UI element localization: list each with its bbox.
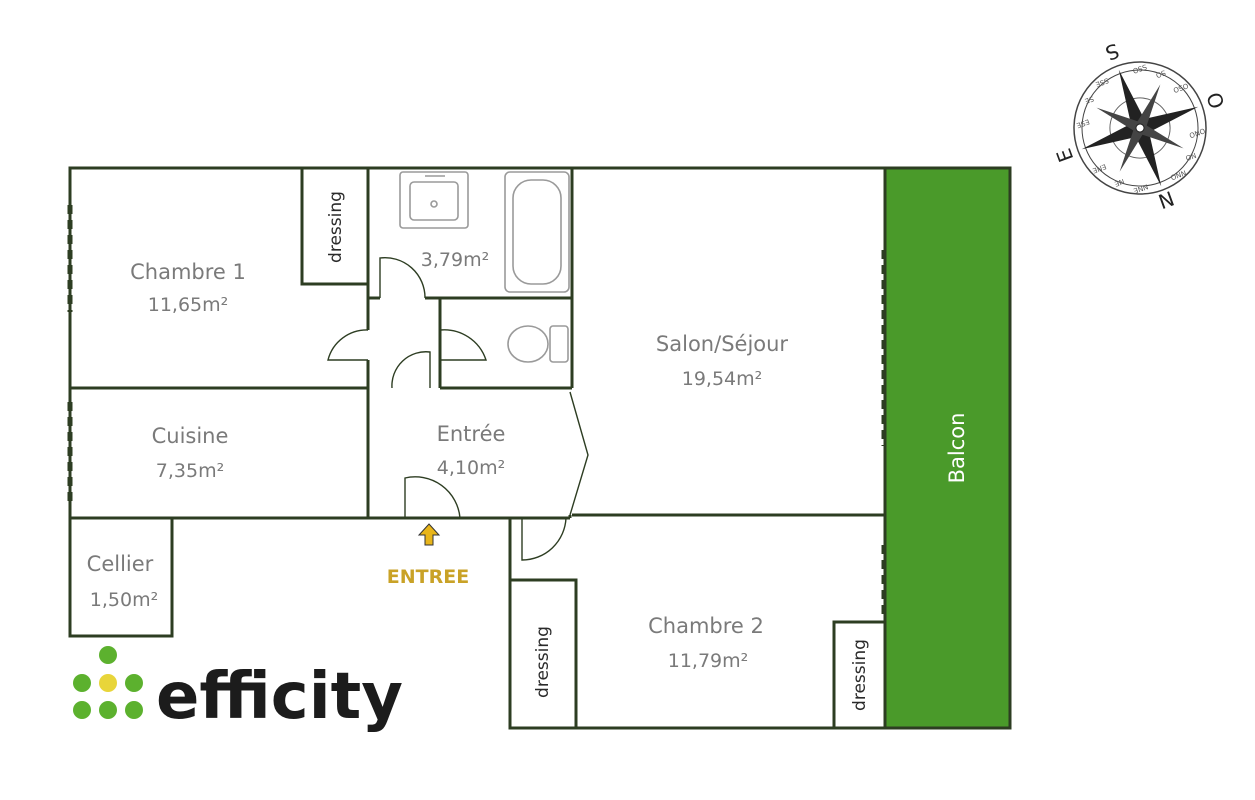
bathroom-fixtures — [399, 171, 570, 363]
windows — [67, 205, 887, 618]
svg-text:SSO: SSO — [1131, 62, 1148, 75]
room-area: 3,79m² — [421, 249, 489, 271]
svg-text:SE: SE — [1084, 94, 1095, 105]
compass-north: N — [1155, 187, 1177, 215]
svg-text:NE: NE — [1113, 177, 1125, 188]
room-name: Chambre 2 — [648, 614, 764, 638]
compass-needle-icon — [1081, 69, 1199, 187]
compass-rose: N E S O NNE NE ENE ESE SE SSE SSO SO OSO… — [1051, 38, 1229, 215]
compass-east: E — [1051, 145, 1078, 165]
room-salon: Salon/Séjour 19,54m² — [656, 332, 789, 390]
room-area: 19,54m² — [682, 368, 763, 390]
toilet-icon — [507, 325, 549, 363]
room-bathroom: 3,79m² — [421, 249, 489, 271]
svg-text:ESE: ESE — [1075, 117, 1090, 129]
svg-text:NNO: NNO — [1169, 168, 1187, 181]
room-area: 7,35m² — [156, 460, 224, 482]
svg-text:OSO: OSO — [1172, 81, 1190, 94]
room-area: 11,65m² — [148, 294, 229, 316]
dressing-label: dressing — [850, 639, 870, 711]
dressing-label: dressing — [533, 626, 553, 698]
room-chambre-1: Chambre 1 11,65m² — [130, 260, 246, 316]
dressing-label: dressing — [326, 191, 346, 263]
room-area: 4,10m² — [437, 457, 505, 479]
balcony-area — [883, 166, 1012, 730]
balcony-label: Balcon — [945, 413, 969, 484]
compass-south: S — [1102, 38, 1122, 65]
room-name: Cuisine — [152, 424, 229, 448]
room-name: Chambre 1 — [130, 260, 246, 284]
room-name: Entrée — [437, 422, 506, 446]
logo-wordmark: efficity — [156, 660, 403, 734]
outer-wall — [68, 166, 887, 730]
svg-text:NO: NO — [1184, 151, 1197, 162]
entrance-marker: ENTREE — [387, 523, 469, 588]
room-entree: Entrée 4,10m² — [437, 422, 506, 479]
room-name: Cellier — [87, 552, 154, 576]
svg-text:SO: SO — [1154, 68, 1167, 79]
svg-text:ENE: ENE — [1091, 162, 1107, 174]
svg-text:ONO: ONO — [1188, 126, 1206, 139]
room-name: Salon/Séjour — [656, 332, 789, 356]
room-cellier: Cellier 1,50m² — [87, 552, 159, 611]
efficity-logo: efficity — [73, 646, 403, 734]
logo-dots-icon — [73, 646, 143, 719]
room-cuisine: Cuisine 7,35m² — [152, 424, 229, 482]
compass-west: O — [1201, 89, 1229, 112]
entrance-label: ENTREE — [387, 566, 469, 588]
svg-text:NNE: NNE — [1132, 182, 1149, 195]
entrance-arrow-icon — [417, 523, 441, 546]
room-area: 11,79m² — [668, 650, 749, 672]
room-area: 1,50m² — [90, 589, 158, 611]
door-swings — [327, 256, 589, 561]
room-chambre-2: Chambre 2 11,79m² — [648, 614, 764, 672]
interior-walls — [70, 166, 887, 730]
